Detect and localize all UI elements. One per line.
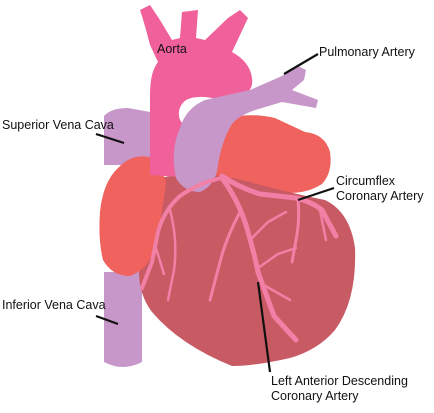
aorta — [140, 5, 253, 178]
leader-superior-vena-cava — [95, 132, 125, 145]
right-atrium — [99, 156, 166, 276]
circumflex-branch-2 — [318, 208, 328, 242]
leader-inferior-vena-cava — [95, 314, 119, 326]
label-circumflex-coronary-artery: Circumflex Coronary Artery — [336, 174, 424, 204]
label-left-anterior-descending-coronary-artery: Left Anterior Descending Coronary Artery — [271, 374, 408, 404]
label-lad-line1: Left Anterior Descending — [271, 374, 408, 388]
coronary-arteries — [140, 173, 339, 343]
lad-branch-3 — [256, 246, 298, 270]
label-pulmonary-artery: Pulmonary Artery — [319, 45, 415, 59]
left-atrium — [205, 115, 331, 193]
circumflex-artery — [219, 173, 339, 239]
ventricles — [138, 174, 356, 366]
circumflex-branch-1 — [290, 198, 301, 264]
label-circumflex-line2: Coronary Artery — [336, 189, 424, 203]
label-inferior-vena-cava: Inferior Vena Cava — [2, 298, 106, 312]
inferior-vena-cava — [104, 272, 142, 367]
leader-lines — [95, 53, 335, 373]
right-coronary-artery — [140, 176, 224, 290]
label-aorta: Aorta — [157, 42, 187, 56]
rca-branch-2 — [154, 246, 166, 276]
lad-branch-4 — [260, 282, 292, 302]
superior-vena-cava — [104, 108, 150, 165]
rca-branch-1 — [166, 208, 177, 302]
lad-branch-1 — [208, 210, 242, 302]
label-circumflex-line1: Circumflex — [336, 174, 396, 188]
leader-circumflex — [297, 186, 335, 202]
pulmonary-artery — [173, 66, 318, 192]
leader-lad — [256, 281, 272, 373]
label-lad-line2: Coronary Artery — [271, 389, 359, 403]
lad-branch-2 — [248, 210, 288, 242]
leader-pulmonary-artery — [283, 53, 319, 75]
label-superior-vena-cava: Superior Vena Cava — [2, 118, 114, 132]
